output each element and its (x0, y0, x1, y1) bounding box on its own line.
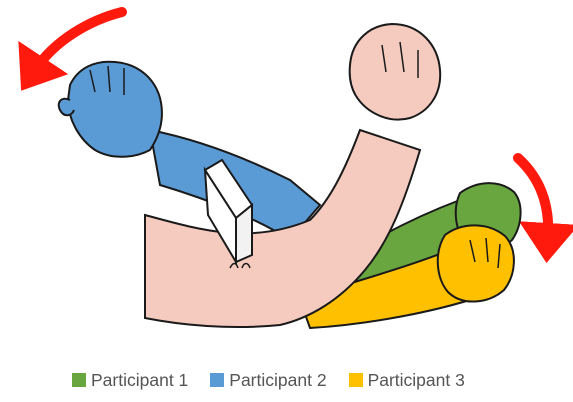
legend-label-participant-3: Participant 3 (368, 370, 465, 391)
legend: Participant 1 Participant 2 Participant … (72, 368, 465, 392)
legend-item-participant-3: Participant 3 (349, 370, 465, 391)
legend-item-participant-2: Participant 2 (210, 370, 326, 391)
legend-swatch-participant-1 (72, 373, 86, 387)
legend-label-participant-2: Participant 2 (229, 370, 326, 391)
participant-2-arm (59, 62, 320, 240)
legend-label-participant-1: Participant 1 (91, 370, 188, 391)
legend-swatch-participant-2 (210, 373, 224, 387)
legend-item-participant-1: Participant 1 (72, 370, 188, 391)
right-rotation-arrow-icon (518, 158, 548, 238)
legend-swatch-participant-3 (349, 373, 363, 387)
